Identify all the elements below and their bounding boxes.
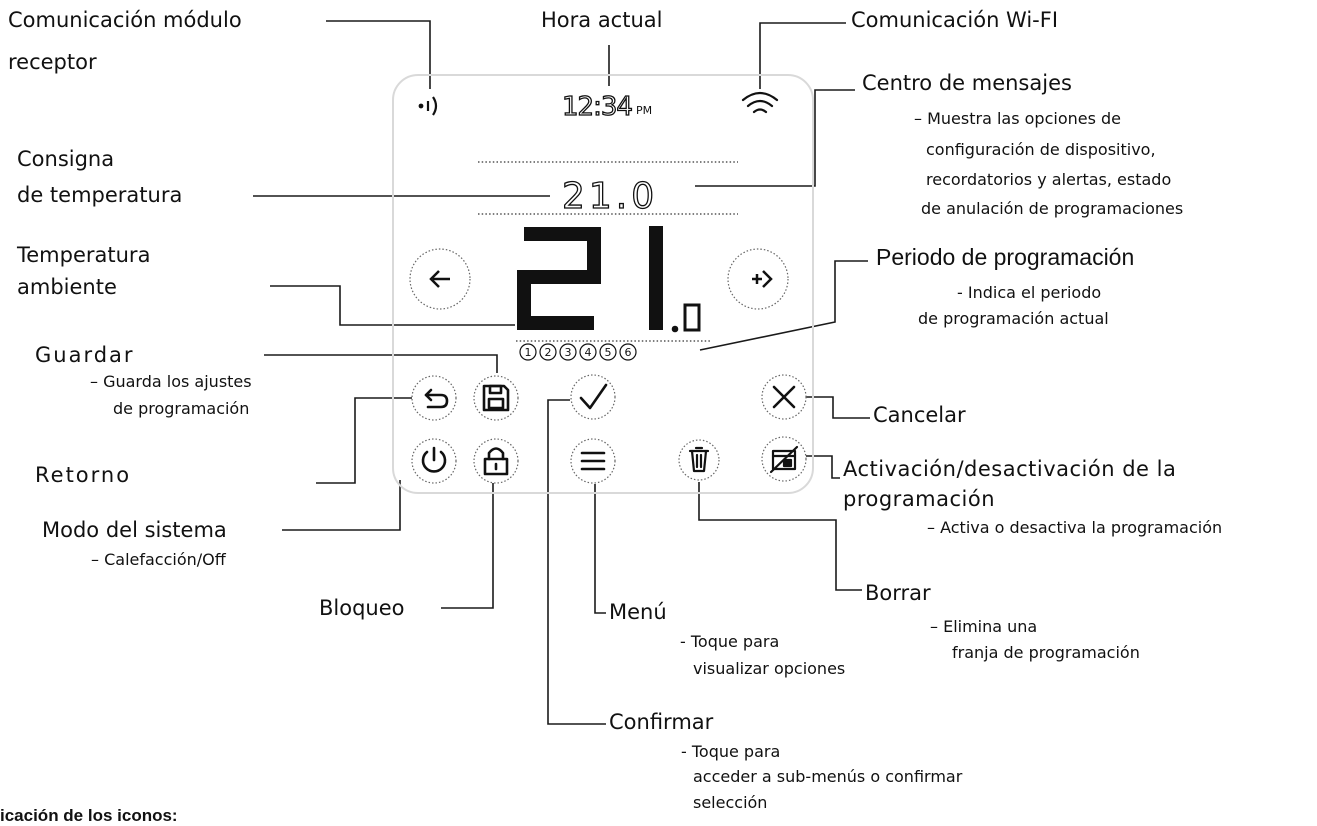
menu-icon: [580, 451, 606, 471]
line-bloqueo: [441, 483, 494, 609]
line-modulo: [326, 20, 431, 89]
floppy-icon: [482, 384, 510, 412]
label-confirmar: Confirmar: [609, 710, 714, 734]
period-6: 6: [625, 346, 632, 359]
period-3: 3: [565, 346, 572, 359]
period-2: 2: [545, 346, 552, 359]
lock-icon: [483, 447, 509, 476]
line-periodo: [699, 260, 868, 351]
label-retorno: Retorno: [35, 463, 132, 487]
label-activacion-1: Activación/desactivación de la: [843, 457, 1177, 481]
line-centro: [695, 89, 855, 187]
label-borrar: Borrar: [865, 581, 931, 605]
wifi-icon: [741, 91, 779, 114]
current-time: 12:34: [562, 92, 632, 122]
confirmar-desc-1: - Toque para: [681, 742, 781, 761]
decrease-button[interactable]: [409, 248, 471, 310]
trash-icon: [688, 446, 710, 473]
close-icon: [772, 385, 796, 409]
centro-desc-2: configuración de dispositivo,: [926, 140, 1156, 159]
guardar-desc-2: de programación: [113, 399, 250, 418]
thermostat-device: [392, 74, 814, 494]
label-hora-actual: Hora actual: [541, 8, 663, 32]
cancel-button[interactable]: [761, 374, 807, 420]
periodo-desc-1: - Indica el periodo: [957, 283, 1102, 302]
label-temp-ambiente-1: Temperatura: [17, 243, 151, 267]
periodo-desc-2: de programación actual: [918, 309, 1109, 328]
label-modo-sistema: Modo del sistema: [42, 518, 227, 542]
ambient-decimal: [671, 303, 701, 333]
time-ampm: PM: [636, 104, 652, 117]
activacion-desc: – Activa o desactiva la programación: [927, 518, 1223, 537]
increase-button[interactable]: [727, 248, 789, 310]
period-indicators: 1 2 3 4 5 6: [519, 343, 637, 361]
label-temp-ambiente-2: ambiente: [17, 275, 117, 299]
line-cancelar: [806, 396, 870, 419]
period-5: 5: [605, 346, 612, 359]
lock-button[interactable]: [473, 438, 519, 484]
power-button[interactable]: [411, 438, 457, 484]
centro-desc-4: de anulación de programaciones: [921, 199, 1184, 218]
ambient-digits: [517, 226, 663, 330]
setpoint-value: 21.0: [562, 176, 658, 217]
borrar-desc-1: – Elimina una: [930, 617, 1038, 636]
line-activacion: [806, 455, 840, 479]
period-1: 1: [525, 346, 532, 359]
centro-desc-1: – Muestra las opciones de: [914, 109, 1122, 128]
line-borrar: [698, 482, 862, 591]
check-icon: [579, 383, 608, 410]
line-wifi: [759, 22, 846, 89]
label-activacion-2: programación: [843, 487, 996, 511]
label-bloqueo: Bloqueo: [319, 596, 405, 620]
modo-desc: – Calefacción/Off: [91, 550, 226, 569]
borrar-desc-2: franja de programación: [952, 643, 1140, 662]
line-modo: [282, 480, 401, 531]
label-guardar: Guardar: [35, 343, 135, 367]
centro-desc-3: recordatorios y alertas, estado: [926, 170, 1172, 189]
label-consigna-1: Consigna: [17, 147, 115, 171]
label-comunicacion-modulo: Comunicación módulo: [8, 8, 242, 32]
label-wifi: Comunicación Wi-FI: [851, 8, 1059, 32]
back-button[interactable]: [411, 375, 457, 421]
menu-button[interactable]: [570, 438, 616, 484]
back-arrow-icon: [424, 388, 449, 409]
delete-button[interactable]: [678, 439, 720, 481]
period-4: 4: [585, 346, 592, 359]
label-cancelar: Cancelar: [873, 403, 966, 427]
label-menu: Menú: [609, 600, 667, 624]
confirmar-desc-2: acceder a sub-menús o confirmar: [693, 767, 963, 786]
menu-desc-2: visualizar opciones: [693, 659, 846, 678]
line-ambiente: [270, 285, 515, 326]
confirmar-desc-3: selección: [693, 793, 768, 812]
menu-desc-1: - Toque para: [680, 632, 780, 651]
label-receptor: receptor: [8, 50, 97, 74]
save-button[interactable]: [473, 375, 519, 421]
power-icon: [421, 446, 447, 473]
schedule-toggle-icon: [769, 445, 799, 474]
label-periodo: Periodo de programación: [876, 244, 1135, 270]
rf-signal-icon: [418, 96, 438, 116]
line-menu: [594, 484, 606, 614]
line-guardar: [264, 354, 498, 373]
section-heading-cut: icación de los iconos:: [0, 806, 178, 825]
label-centro-mensajes: Centro de mensajes: [862, 71, 1072, 95]
guardar-desc-1: – Guarda los ajustes: [90, 372, 252, 391]
line-confirmar: [547, 399, 606, 725]
label-consigna-2: de temperatura: [17, 183, 183, 207]
schedule-toggle-button[interactable]: [761, 436, 807, 482]
line-retorno: [316, 397, 412, 484]
confirm-button[interactable]: [570, 374, 616, 420]
